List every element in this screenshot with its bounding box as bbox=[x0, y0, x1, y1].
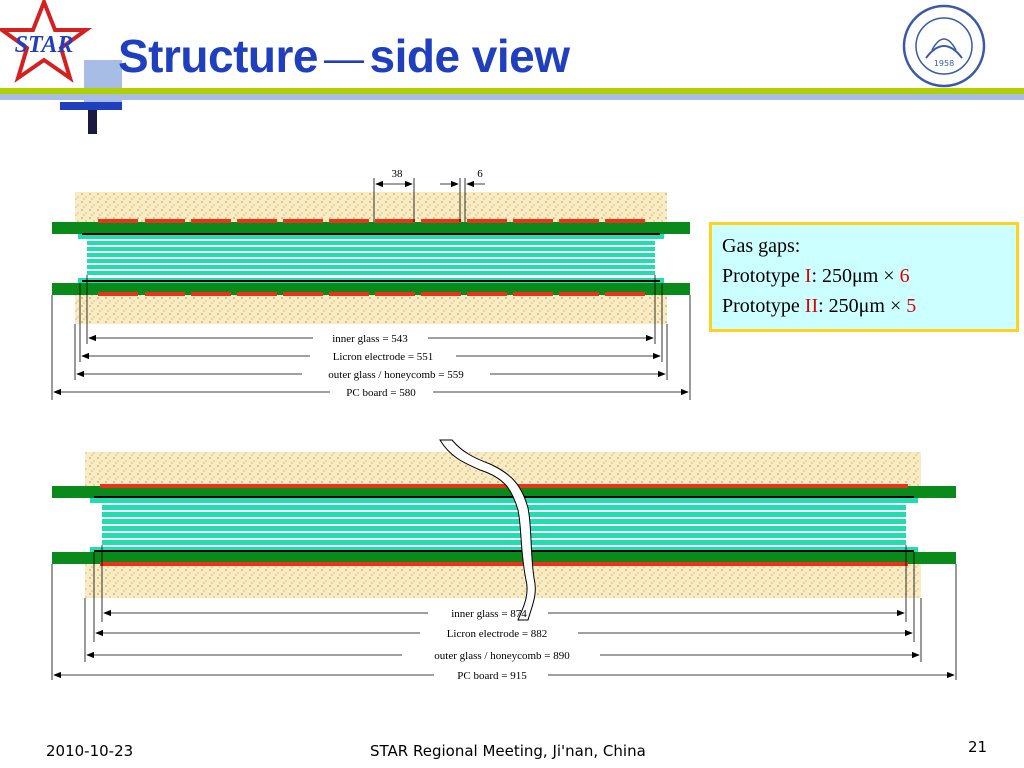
footer-date: 2010-10-23 bbox=[46, 742, 134, 760]
university-emblem: 1958 bbox=[902, 4, 986, 88]
top-inner-glass bbox=[87, 241, 655, 275]
top-chamber: 38 6 inner glass = 543 Licron electrode … bbox=[51, 168, 691, 400]
footer-meeting: STAR Regional Meeting, Ji'nan, China bbox=[370, 742, 646, 760]
bottom-strip-lower bbox=[100, 562, 908, 566]
bottom-honeycomb-lower bbox=[85, 564, 921, 598]
gas-gaps-line-2: Prototype II: 250μm × 5 bbox=[722, 295, 917, 317]
side-view-diagram: 38 6 inner glass = 543 Licron electrode … bbox=[51, 168, 957, 682]
bottom-dim-pcb: PC board = 915 bbox=[457, 670, 527, 682]
bottom-dim-inner-glass: inner glass = 874 bbox=[451, 608, 527, 620]
top-dim-pcb: PC board = 580 bbox=[346, 387, 416, 399]
break-marker bbox=[439, 439, 536, 621]
top-dim-licron: Licron electrode = 551 bbox=[333, 351, 434, 363]
bottom-pcb-lower bbox=[52, 552, 956, 564]
bottom-dim-outer-glass: outer glass / honeycomb = 890 bbox=[434, 650, 570, 662]
gas-gaps-heading: Gas gaps: bbox=[722, 235, 801, 257]
top-gap-label: 6 bbox=[477, 168, 483, 180]
top-pickup-strips bbox=[98, 219, 645, 296]
top-pcb-upper bbox=[52, 222, 690, 234]
title-decoration-dark bbox=[88, 110, 97, 134]
gas-gaps-line-1: Prototype I: 250μm × 6 bbox=[722, 265, 910, 287]
gas-gaps-box: Gas gaps: Prototype I: 250μm × 6 Prototy… bbox=[709, 222, 1019, 332]
top-dim-inner-glass: inner glass = 543 bbox=[332, 333, 408, 345]
top-pitch-label: 38 bbox=[392, 168, 404, 180]
footer-page-number: 21 bbox=[968, 738, 988, 756]
top-honeycomb-upper bbox=[75, 192, 667, 222]
top-outer-glass-upper bbox=[78, 234, 664, 239]
top-dim-outer-glass: outer glass / honeycomb = 559 bbox=[328, 369, 464, 381]
bottom-pcb-upper bbox=[52, 486, 956, 498]
bottom-outer-glass-lower bbox=[90, 547, 918, 552]
star-logo-text: STAR bbox=[15, 32, 74, 58]
title-decoration-mid bbox=[60, 102, 122, 110]
bottom-strip-upper bbox=[100, 484, 908, 488]
bottom-chamber: inner glass = 874 Licron electrode = 882… bbox=[51, 439, 957, 682]
emblem-year: 1958 bbox=[934, 59, 954, 68]
star-logo: STAR bbox=[0, 0, 93, 83]
header-rule bbox=[0, 88, 1024, 100]
bottom-inner-glass bbox=[102, 505, 906, 545]
top-honeycomb-lower bbox=[75, 294, 667, 324]
title-decoration bbox=[84, 60, 122, 110]
bottom-dim-licron: Licron electrode = 882 bbox=[447, 628, 548, 640]
page-title: Structure—side view bbox=[118, 30, 570, 82]
bottom-outer-glass-upper bbox=[90, 498, 918, 503]
